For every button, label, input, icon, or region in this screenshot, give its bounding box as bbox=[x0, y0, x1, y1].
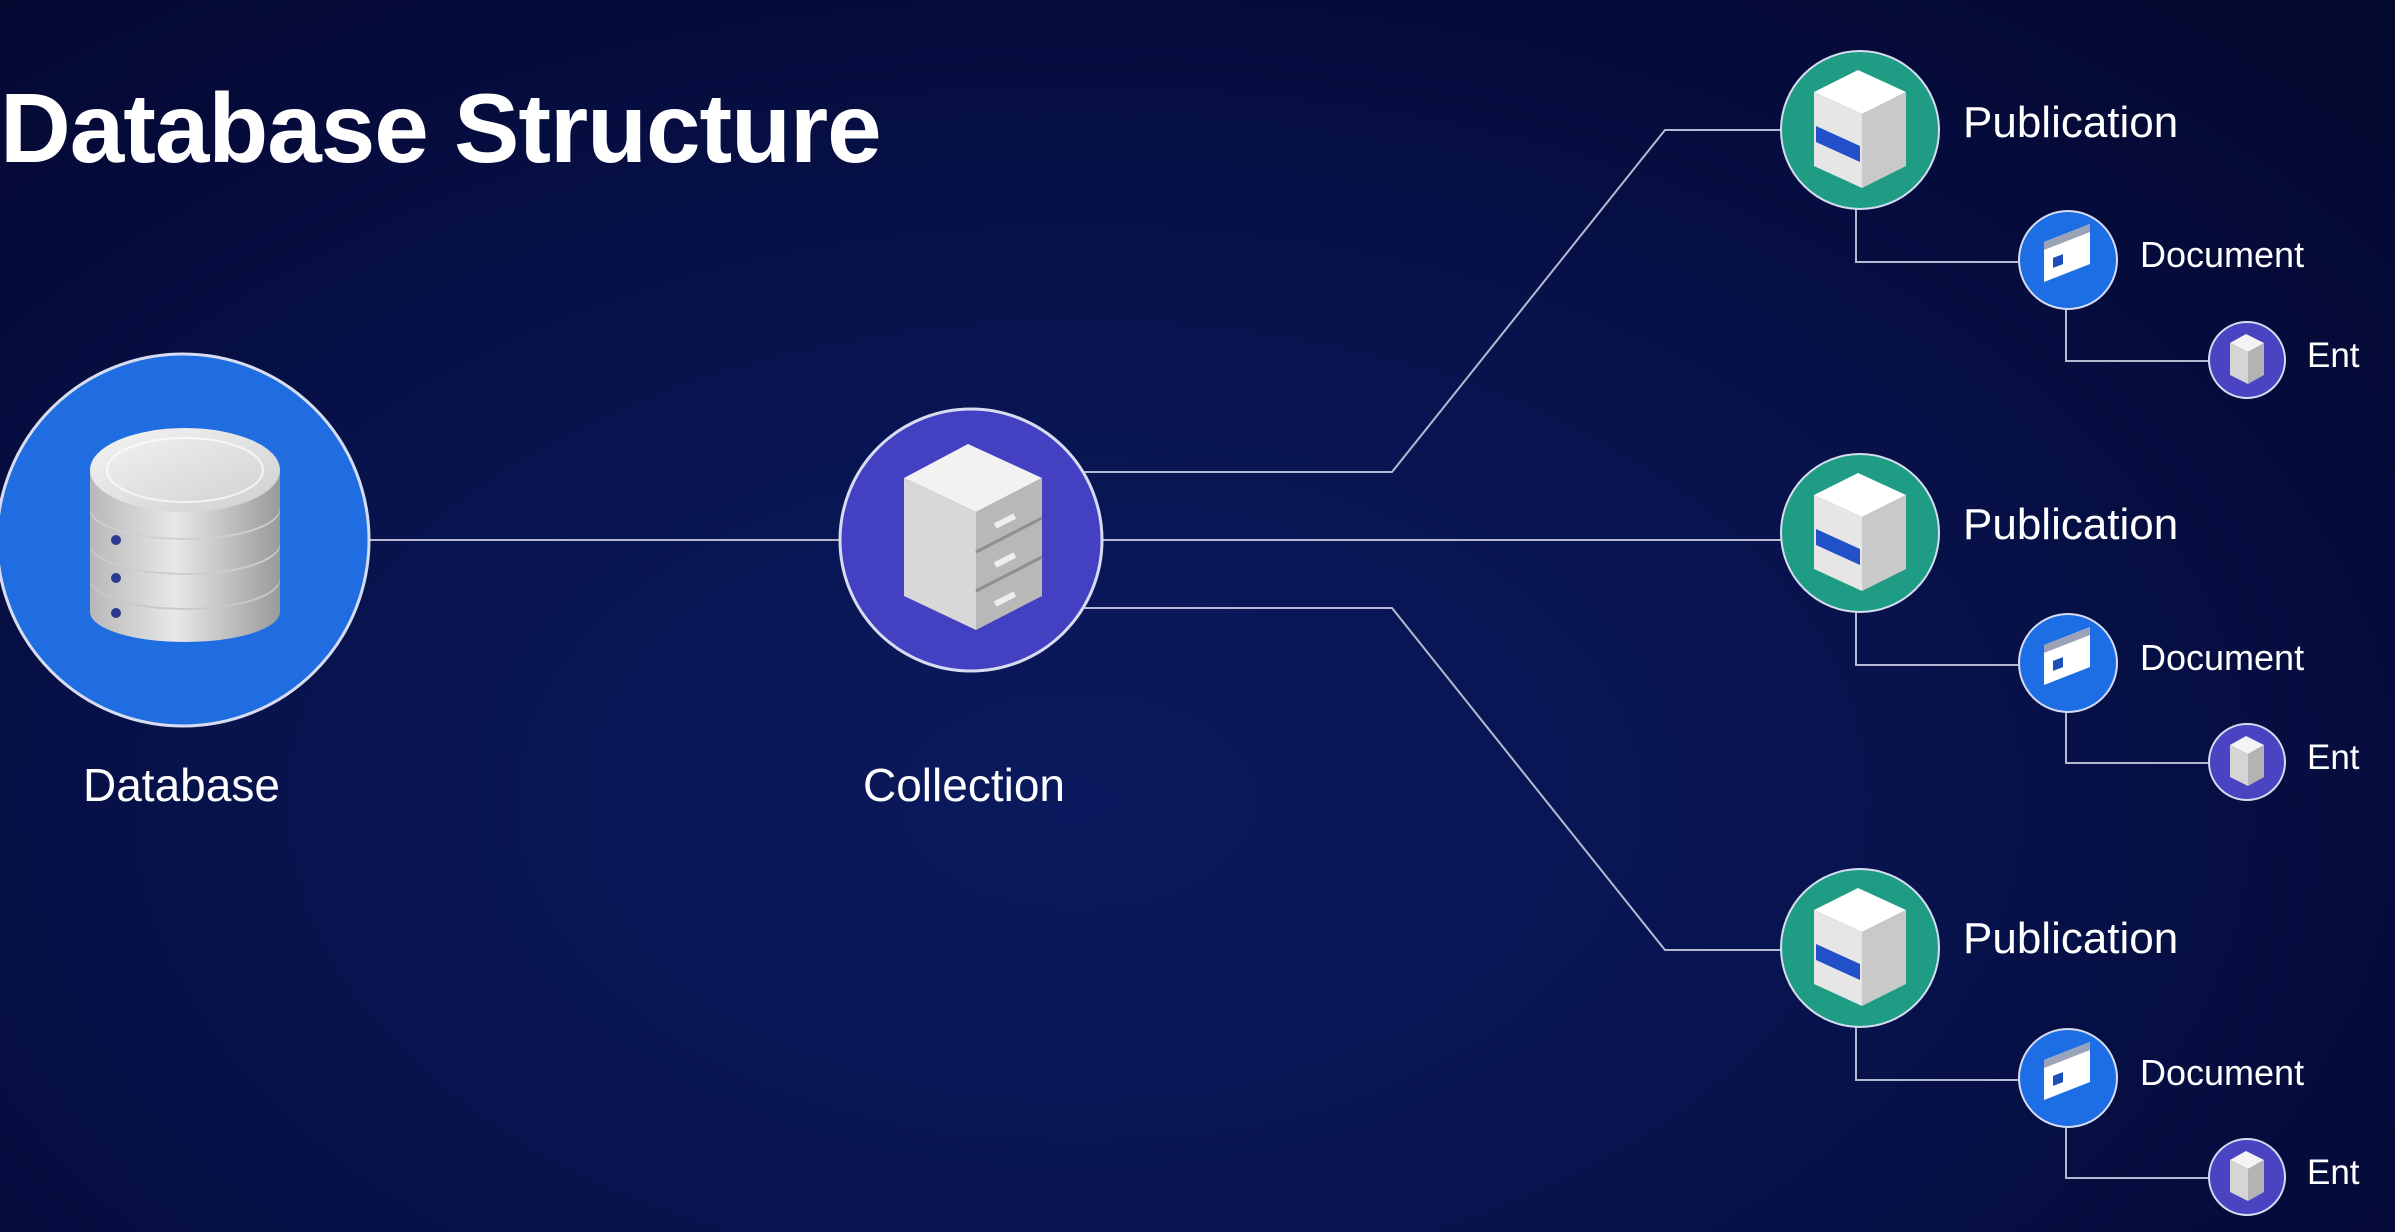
book-icon bbox=[1814, 70, 1906, 188]
filing-cabinet-icon bbox=[904, 444, 1043, 630]
publication-label-2: Publication bbox=[1963, 500, 2179, 549]
connectors bbox=[370, 129, 2208, 1179]
document-node-3 bbox=[2018, 1028, 2118, 1128]
connector-collection-publication-1 bbox=[1080, 129, 1782, 473]
publication-label-1: Publication bbox=[1963, 98, 2179, 147]
publication-node-1 bbox=[1780, 50, 1940, 210]
entity-node-3 bbox=[2208, 1138, 2286, 1216]
cube-icon bbox=[2230, 1151, 2264, 1201]
document-label-3: Document bbox=[2140, 1052, 2305, 1093]
book-icon bbox=[1814, 888, 1906, 1006]
book-icon bbox=[1814, 473, 1906, 591]
entity-label-3: Ent bbox=[2307, 1153, 2360, 1192]
document-node-1 bbox=[2018, 210, 2118, 310]
connector-document-entity-2 bbox=[2065, 711, 2208, 764]
collection-label: Collection bbox=[863, 759, 1065, 811]
entity-node-2 bbox=[2208, 723, 2286, 801]
document-window-icon bbox=[2044, 1042, 2090, 1100]
entity-node-1 bbox=[2208, 321, 2286, 399]
document-node-2 bbox=[2018, 613, 2118, 713]
document-window-icon bbox=[2044, 627, 2090, 685]
entity-label-2: Ent bbox=[2307, 738, 2360, 777]
publication-node-3 bbox=[1780, 868, 1940, 1028]
connector-publication-document-2 bbox=[1855, 610, 2018, 666]
connector-document-entity-3 bbox=[2065, 1126, 2208, 1179]
cube-icon bbox=[2230, 736, 2264, 786]
database-label: Database bbox=[83, 759, 280, 811]
document-label-1: Document bbox=[2140, 234, 2305, 275]
document-label-2: Document bbox=[2140, 637, 2305, 678]
cube-icon bbox=[2230, 334, 2264, 384]
publication-node-2 bbox=[1780, 453, 1940, 613]
connector-collection-publication-3 bbox=[1080, 607, 1782, 951]
entity-label-1: Ent bbox=[2307, 336, 2360, 375]
connector-document-entity-1 bbox=[2065, 308, 2208, 362]
publication-label-3: Publication bbox=[1963, 914, 2179, 963]
connector-publication-document-3 bbox=[1855, 1025, 2018, 1081]
database-node bbox=[0, 352, 371, 728]
collection-node bbox=[838, 407, 1104, 673]
document-window-icon bbox=[2044, 224, 2090, 282]
page-title: Database Structure bbox=[0, 73, 882, 183]
connector-publication-document-1 bbox=[1855, 207, 2018, 263]
database-icon bbox=[90, 428, 280, 642]
